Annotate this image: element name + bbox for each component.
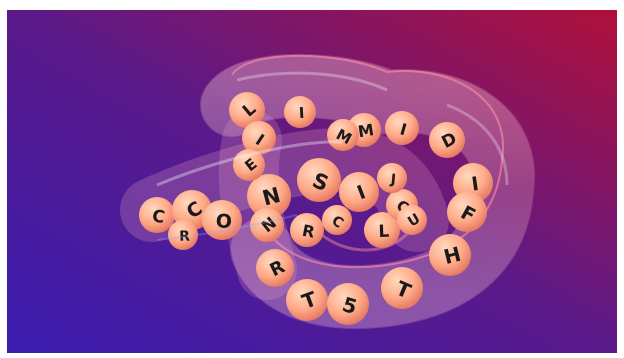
- ball-letter: R: [301, 221, 317, 242]
- letter-ball: E: [233, 149, 265, 181]
- ball-sphere: [429, 234, 471, 276]
- letter-ball: H: [429, 234, 471, 276]
- ball-letter: C: [151, 206, 167, 228]
- ball-letter: I: [398, 119, 409, 139]
- letter-ball: I: [242, 121, 276, 155]
- ball-letter: I: [298, 104, 305, 122]
- letter-ball: R: [256, 249, 294, 287]
- letter-ball: C: [139, 197, 175, 233]
- ball-sphere: [202, 200, 242, 240]
- letter-ball: C: [322, 205, 352, 235]
- ball-sphere: [429, 122, 465, 158]
- ball-sphere: [364, 212, 400, 248]
- ball-sphere: [377, 163, 407, 193]
- ball-sphere: [447, 192, 487, 232]
- letter-ball: T: [286, 279, 328, 321]
- letter-ball: I: [385, 111, 419, 145]
- letter-ball: U: [397, 205, 427, 235]
- ball-sphere: [139, 197, 175, 233]
- ball-sphere: [256, 249, 294, 287]
- ball-sphere: [381, 267, 423, 309]
- ball-sphere: [397, 205, 427, 235]
- ball-letter: H: [441, 242, 463, 269]
- ball-letter: J: [389, 172, 397, 188]
- ball-sphere: [250, 208, 284, 242]
- letter-ball: M: [327, 119, 359, 151]
- glass-highlights: [156, 71, 509, 241]
- letter-ball: R: [290, 213, 324, 247]
- letter-ball: O: [202, 200, 242, 240]
- ball-letter: M: [356, 120, 375, 141]
- ball-letter: R: [179, 229, 190, 245]
- ball-sphere: [168, 220, 198, 250]
- letter-ball: S: [297, 158, 341, 202]
- ball-sphere: [284, 96, 316, 128]
- ball-letter: O: [215, 210, 233, 233]
- ball-sphere: [233, 149, 265, 181]
- ball-sphere: [327, 119, 359, 151]
- ball-letter: N: [260, 183, 283, 211]
- ball-letter: M: [333, 125, 355, 148]
- ball-sphere: [322, 205, 352, 235]
- letter-ball: N: [247, 174, 291, 218]
- ball-sphere: [229, 92, 265, 128]
- ball-sphere: [339, 172, 379, 212]
- letter-ball: F: [447, 192, 487, 232]
- ball-sphere: [297, 158, 341, 202]
- letter-ball: J: [377, 163, 407, 193]
- ball-sphere: [242, 121, 276, 155]
- ball-sphere: [286, 279, 328, 321]
- letter-ball: I: [339, 172, 379, 212]
- ball-sphere: [327, 283, 369, 325]
- letter-ball: I: [284, 96, 316, 128]
- ball-sphere: [247, 174, 291, 218]
- ball-letter: I: [470, 173, 480, 196]
- letter-ball: T: [381, 267, 423, 309]
- letter-ball: R: [168, 220, 198, 250]
- ball-letter: 5: [340, 292, 360, 319]
- letter-ball: N: [250, 208, 284, 242]
- letter-ball: L: [229, 92, 265, 128]
- letter-ball: L: [364, 212, 400, 248]
- ball-sphere: [290, 213, 324, 247]
- letter-ball: 5: [327, 283, 369, 325]
- ball-letter: L: [378, 222, 390, 242]
- ball-sphere: [385, 111, 419, 145]
- letter-ball: D: [429, 122, 465, 158]
